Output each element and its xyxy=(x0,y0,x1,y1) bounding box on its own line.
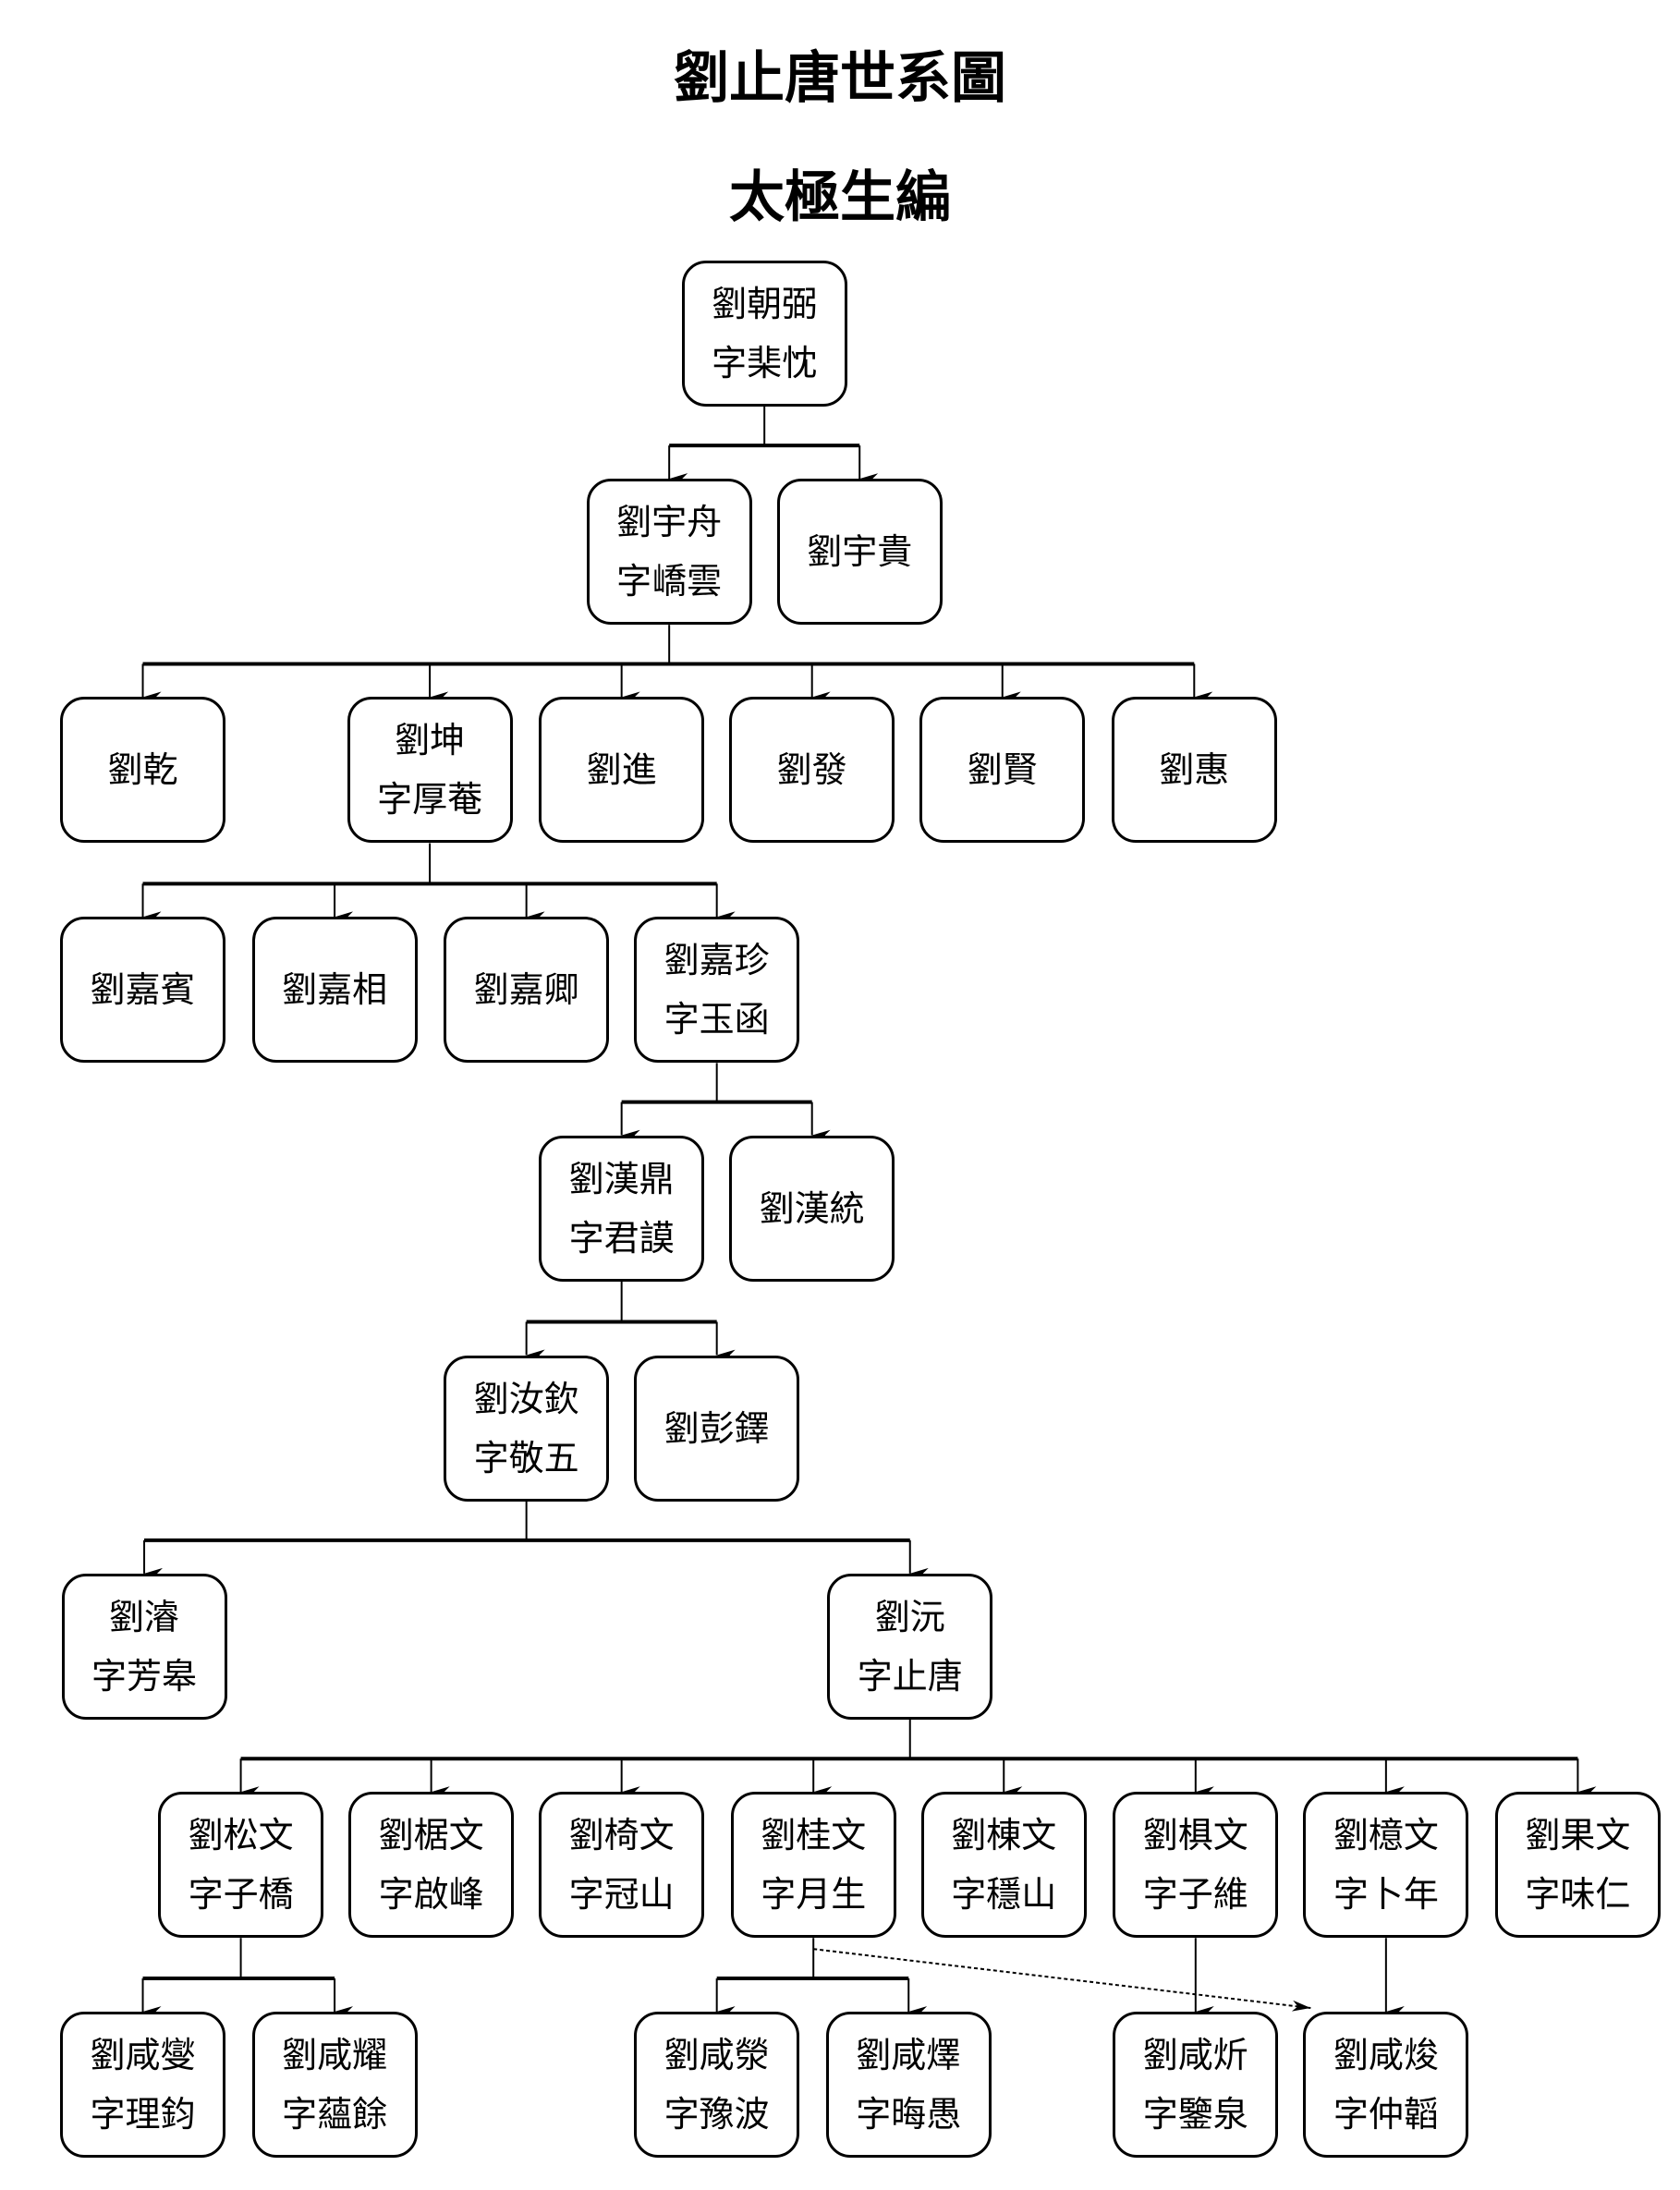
person-name: 劉宇舟 xyxy=(616,502,723,543)
courtesy-name: 字止唐 xyxy=(857,1655,963,1697)
person-name: 劉咸滎 xyxy=(663,2035,770,2076)
courtesy-name: 字玉函 xyxy=(663,999,770,1040)
person-name: 劉咸燡 xyxy=(856,2035,962,2076)
person-node: 劉賢 xyxy=(919,697,1086,844)
person-name: 劉沅 xyxy=(874,1596,945,1637)
person-name: 劉嘉相 xyxy=(282,969,388,1011)
person-node: 劉嘉賓 xyxy=(60,917,226,1064)
person-name: 劉椐文 xyxy=(378,1815,484,1856)
person-node: 劉漢統 xyxy=(729,1135,895,1282)
courtesy-name: 字穩山 xyxy=(951,1874,1057,1916)
person-node: 劉桂文字月生 xyxy=(730,1792,896,1939)
person-name: 劉進 xyxy=(586,749,657,791)
person-node: 劉嘉相 xyxy=(251,917,418,1064)
person-node: 劉咸燮字理鈞 xyxy=(60,2012,226,2159)
person-node: 劉檍文字卜年 xyxy=(1303,1792,1469,1939)
person-name: 劉棟文 xyxy=(951,1815,1057,1856)
courtesy-name: 字君謨 xyxy=(568,1217,675,1259)
person-node: 劉宇貴 xyxy=(776,479,943,626)
person-name: 劉發 xyxy=(776,749,847,791)
courtesy-name: 字理鈞 xyxy=(90,2094,196,2135)
courtesy-name: 字子維 xyxy=(1142,1874,1248,1916)
person-name: 劉嘉賓 xyxy=(90,969,196,1011)
person-node: 劉椅文字冠山 xyxy=(539,1792,705,1939)
courtesy-name: 字豫波 xyxy=(663,2094,770,2135)
person-name: 劉咸燮 xyxy=(90,2035,196,2076)
courtesy-name: 字月生 xyxy=(761,1874,867,1916)
person-node: 劉朝弼字棐忱 xyxy=(681,260,847,407)
person-node: 劉汝欽字敬五 xyxy=(444,1355,610,1502)
person-name: 劉松文 xyxy=(188,1815,294,1856)
person-node: 劉嘉珍字玉函 xyxy=(634,917,800,1064)
person-name: 劉嘉珍 xyxy=(663,940,770,981)
courtesy-name: 字蘊餘 xyxy=(282,2094,388,2135)
person-name: 劉乾 xyxy=(107,749,178,791)
person-node: 劉坤字厚菴 xyxy=(347,697,513,844)
person-node: 劉咸耀字蘊餘 xyxy=(251,2012,418,2159)
person-name: 劉椇文 xyxy=(1142,1815,1248,1856)
person-name: 劉朝弼 xyxy=(712,283,818,324)
person-node: 劉彭鐸 xyxy=(634,1355,800,1502)
person-node: 劉咸滎字豫波 xyxy=(634,2012,800,2159)
courtesy-name: 字芳皋 xyxy=(91,1655,198,1697)
person-name: 劉果文 xyxy=(1525,1815,1631,1856)
chart-subtitle: 太極生編 xyxy=(729,165,951,230)
courtesy-name: 字仲韜 xyxy=(1333,2094,1439,2135)
person-node: 劉漢鼎字君謨 xyxy=(539,1135,705,1282)
person-node: 劉進 xyxy=(539,697,705,844)
person-name: 劉咸炘 xyxy=(1142,2035,1248,2076)
person-name: 劉漢統 xyxy=(759,1187,865,1229)
person-name: 劉汝欽 xyxy=(473,1378,579,1419)
chart-title: 劉止唐世系圖 xyxy=(674,46,1006,111)
person-name: 劉賢 xyxy=(967,749,1038,791)
person-node: 劉咸燡字晦愚 xyxy=(825,2012,992,2159)
person-name: 劉桂文 xyxy=(761,1815,867,1856)
person-node: 劉發 xyxy=(729,697,895,844)
person-name: 劉嘉卿 xyxy=(473,969,579,1011)
person-node: 劉乾 xyxy=(60,697,226,844)
person-node: 劉惠 xyxy=(1111,697,1277,844)
person-node: 劉沅字止唐 xyxy=(827,1573,993,1720)
person-name: 劉惠 xyxy=(1159,749,1230,791)
courtesy-name: 字啟峰 xyxy=(378,1874,484,1916)
person-node: 劉咸焌字仲韜 xyxy=(1303,2012,1469,2159)
person-name: 劉椅文 xyxy=(568,1815,675,1856)
person-node: 劉果文字味仁 xyxy=(1494,1792,1661,1939)
person-node: 劉咸炘字鑒泉 xyxy=(1113,2012,1279,2159)
courtesy-name: 字卜年 xyxy=(1333,1874,1439,1916)
courtesy-name: 字棐忱 xyxy=(712,342,818,383)
courtesy-name: 字味仁 xyxy=(1525,1874,1631,1916)
courtesy-name: 字嶠雲 xyxy=(616,561,723,602)
courtesy-name: 字鑒泉 xyxy=(1142,2094,1248,2135)
courtesy-name: 字子橋 xyxy=(188,1874,294,1916)
person-node: 劉椐文字啟峰 xyxy=(348,1792,515,1939)
dotted-connector xyxy=(813,1948,1311,2012)
person-name: 劉坤 xyxy=(395,720,466,761)
person-node: 劉宇舟字嶠雲 xyxy=(586,479,752,626)
person-name: 劉檍文 xyxy=(1333,1815,1439,1856)
person-node: 劉嘉卿 xyxy=(444,917,610,1064)
person-node: 劉松文字子橋 xyxy=(158,1792,324,1939)
person-name: 劉彭鐸 xyxy=(663,1407,770,1449)
courtesy-name: 字晦愚 xyxy=(856,2094,962,2135)
courtesy-name: 字敬五 xyxy=(473,1437,579,1478)
courtesy-name: 字厚菴 xyxy=(377,779,483,821)
person-node: 劉濬字芳皋 xyxy=(61,1573,227,1720)
courtesy-name: 字冠山 xyxy=(568,1874,675,1916)
person-node: 劉棟文字穩山 xyxy=(920,1792,1087,1939)
person-name: 劉咸耀 xyxy=(282,2035,388,2076)
person-name: 劉漢鼎 xyxy=(568,1158,675,1199)
person-node: 劉椇文字子維 xyxy=(1113,1792,1279,1939)
person-name: 劉咸焌 xyxy=(1333,2035,1439,2076)
person-name: 劉濬 xyxy=(109,1596,180,1637)
person-name: 劉宇貴 xyxy=(807,531,913,573)
